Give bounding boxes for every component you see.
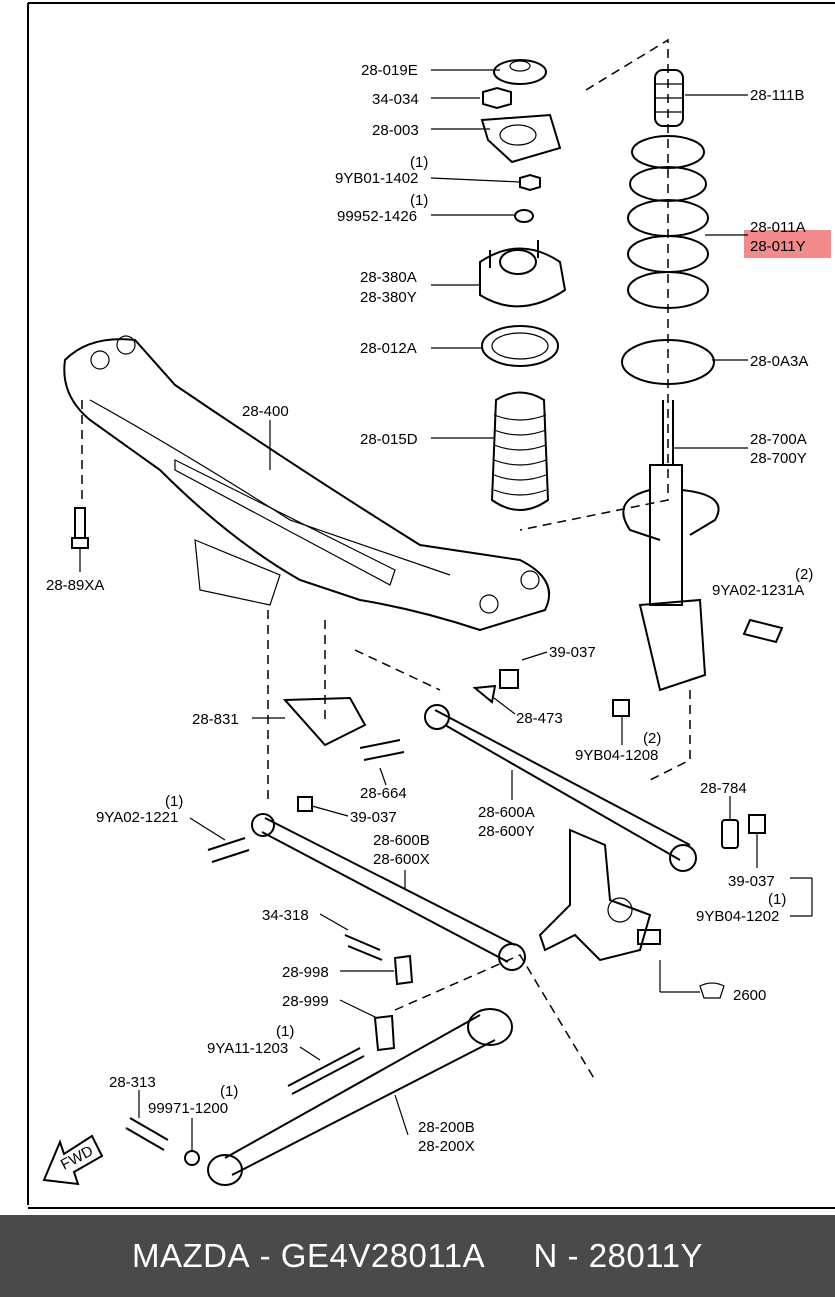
- callout-28-664: 28-664: [360, 785, 407, 802]
- callout-99952-1426: 99952-1426: [337, 208, 417, 225]
- callout-99971-1200-qty: (1): [220, 1083, 238, 1100]
- exploded-parts-diagram: FWD 28-019E 34-034 28-003 (1) 9YB01-1402…: [27, 2, 835, 1209]
- callout-9YA02-1221-qty: (1): [165, 793, 183, 810]
- callout-28-89XA: 28-89XA: [46, 577, 104, 594]
- callout-28-380A: 28-380A: [360, 269, 417, 286]
- leader-lines: [79, 69, 813, 1150]
- coil-spring-assembly: [621, 69, 720, 781]
- callout-9YA02-1231A-qty: (2): [795, 566, 813, 583]
- callout-28-700Y: 28-700Y: [750, 450, 807, 467]
- hardware: [125, 618, 784, 1166]
- callout-9YB04-1208: 9YB04-1208: [575, 747, 658, 764]
- callout-9YB04-1202: 9YB04-1202: [696, 908, 779, 925]
- callout-28-011Y: 28-011Y: [750, 238, 806, 255]
- callout-28-473: 28-473: [516, 710, 563, 727]
- callout-28-700A: 28-700A: [750, 431, 807, 448]
- callout-28-003: 28-003: [372, 122, 419, 139]
- callout-28-600A: 28-600A: [478, 804, 535, 821]
- callout-28-111B: 28-111B: [750, 87, 805, 104]
- caption-part-number: GE4V28011A: [280, 1237, 486, 1274]
- callout-28-998: 28-998: [282, 964, 329, 981]
- callout-9YA11-1203: 9YA11-1203: [207, 1040, 288, 1057]
- callout-9YB04-1202-qty: (1): [768, 891, 786, 908]
- callout-99952-1426-qty: (1): [410, 192, 428, 209]
- callout-34-034: 34-034: [372, 91, 419, 108]
- caption-brand: MAZDA: [131, 1237, 250, 1274]
- callout-99971-1200: 99971-1200: [148, 1100, 228, 1117]
- callout-9YB01-1402-qty: (1): [410, 154, 428, 171]
- callout-28-313: 28-313: [109, 1074, 156, 1091]
- fwd-label: FWD: [58, 1142, 96, 1173]
- callout-39-037-b: 39-037: [350, 809, 397, 826]
- callout-28-600Y: 28-600Y: [478, 823, 535, 840]
- callouts: 28-019E 34-034 28-003 (1) 9YB01-1402 (1)…: [46, 62, 813, 1155]
- caption-gap: [485, 1237, 533, 1275]
- lateral-link-front: [424, 704, 697, 872]
- callout-28-600X: 28-600X: [373, 851, 430, 868]
- callout-28-380Y: 28-380Y: [360, 289, 417, 306]
- group-ref-icon: [699, 982, 725, 999]
- callout-39-037-c: 39-037: [728, 873, 775, 890]
- callout-28-200B: 28-200B: [418, 1119, 475, 1136]
- callout-28-400: 28-400: [242, 403, 289, 420]
- callout-28-012A: 28-012A: [360, 340, 417, 357]
- callout-28-015D: 28-015D: [360, 431, 418, 448]
- callout-9YA11-1203-qty: (1): [276, 1023, 294, 1040]
- callout-28-999: 28-999: [282, 993, 329, 1010]
- caption-bar: MAZDA - GE4V28011A N - 28011Y: [0, 1215, 835, 1297]
- fwd-arrow: FWD: [42, 1134, 104, 1186]
- callout-9YA02-1231A: 9YA02-1231A: [712, 582, 804, 599]
- caption-sep1: -: [249, 1237, 281, 1274]
- caption-n-number: 28011Y: [588, 1237, 704, 1274]
- caption-n-label: N: [533, 1237, 558, 1274]
- caption-sep2: -: [557, 1237, 589, 1274]
- callout-39-037-a: 39-037: [549, 644, 596, 661]
- trailing-link: [207, 1008, 513, 1186]
- callout-34-318: 34-318: [262, 907, 309, 924]
- highlight-box: [744, 230, 831, 258]
- callout-28-831: 28-831: [192, 711, 239, 728]
- crossmember: [63, 335, 550, 800]
- lateral-link-rear: [251, 813, 526, 971]
- callout-2600: 2600: [733, 987, 766, 1004]
- callout-28-784: 28-784: [700, 780, 747, 797]
- knuckle: [538, 828, 661, 962]
- callout-9YB04-1208-qty: (2): [643, 730, 661, 747]
- callout-28-200X: 28-200X: [418, 1138, 475, 1155]
- strut-mount-stack: [479, 38, 669, 531]
- callout-28-600B: 28-600B: [373, 832, 430, 849]
- callout-28-0A3A: 28-0A3A: [750, 353, 808, 370]
- callout-28-011A: 28-011A: [750, 219, 806, 236]
- crossmember-bolt: [71, 400, 89, 549]
- callout-9YB01-1402: 9YB01-1402: [335, 170, 418, 187]
- callout-9YA02-1221: 9YA02-1221: [96, 809, 178, 826]
- callout-28-019E: 28-019E: [361, 62, 418, 79]
